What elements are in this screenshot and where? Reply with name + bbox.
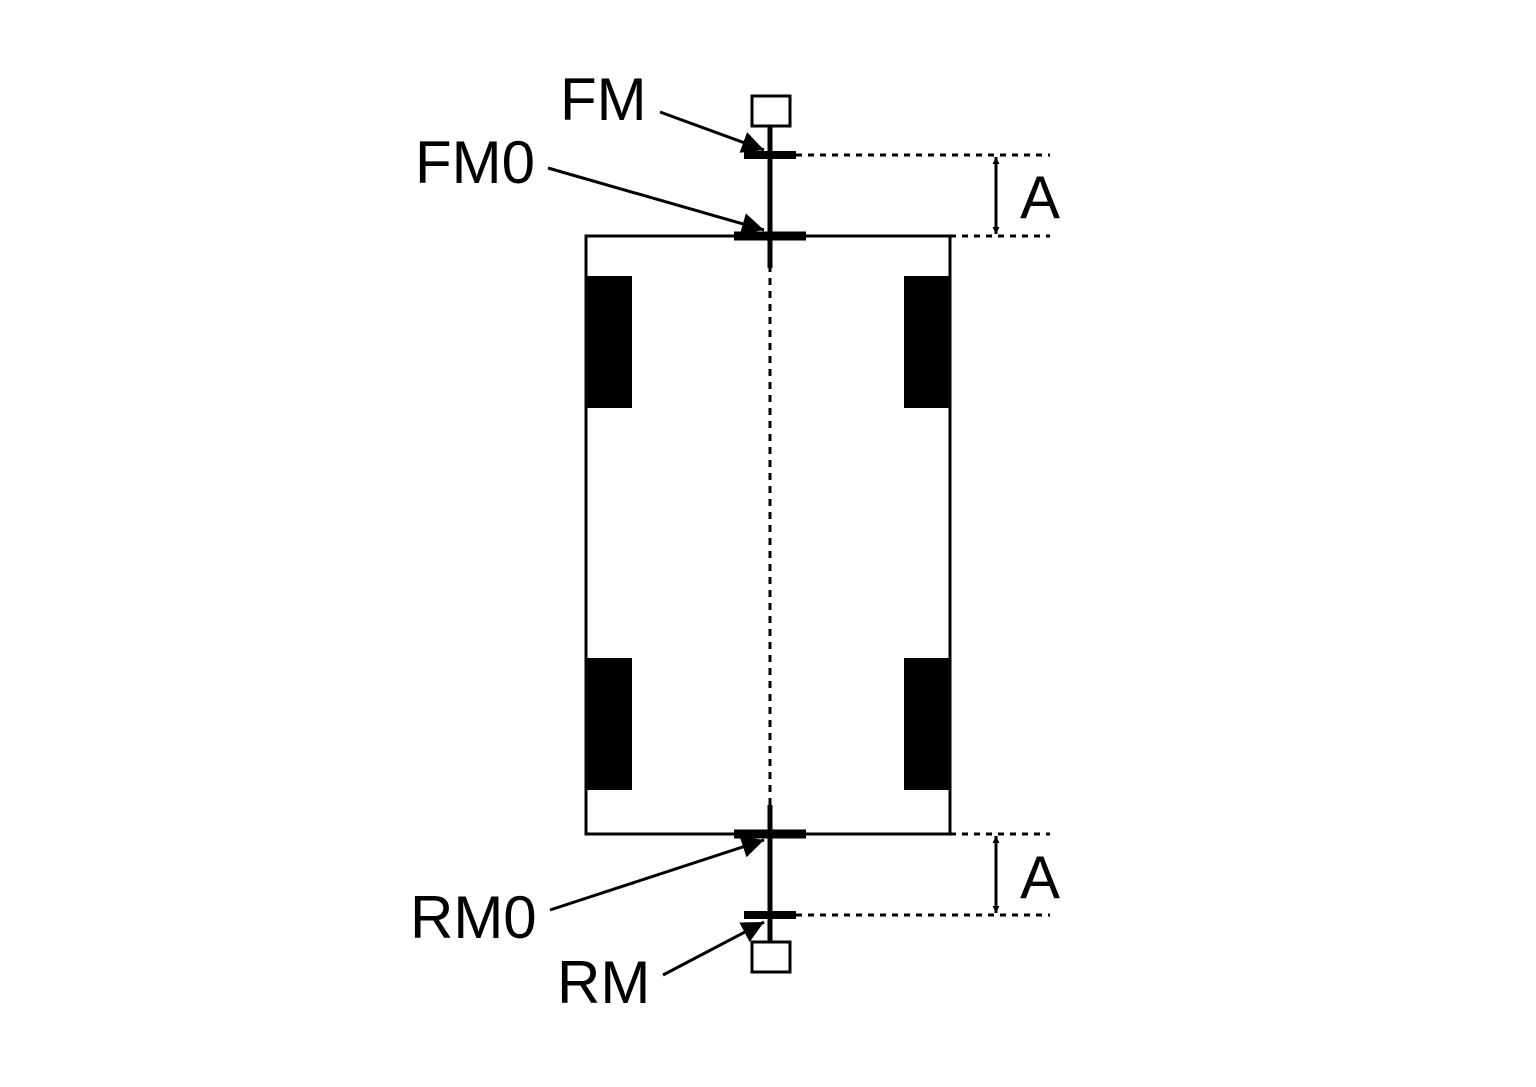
fm-leader xyxy=(659,110,765,153)
label-rm: RM xyxy=(557,949,650,1016)
wheel-rear-right xyxy=(904,658,950,790)
rm0-leader xyxy=(549,836,765,912)
vehicle-body-outline xyxy=(584,234,952,836)
label-dimension-top: A xyxy=(1020,164,1060,231)
wheel-front-left xyxy=(586,276,632,408)
rear-marker-square xyxy=(750,940,792,974)
label-fm: FM xyxy=(560,66,647,133)
front-marker-square xyxy=(750,94,792,128)
wheel-front-right xyxy=(904,276,950,408)
label-rm0: RM0 xyxy=(410,884,537,951)
label-fm0: FM0 xyxy=(415,129,535,196)
fm0-leader xyxy=(547,166,765,235)
wheel-rear-left xyxy=(586,658,632,790)
label-dimension-bottom: A xyxy=(1020,844,1060,911)
rm-leader xyxy=(662,920,765,977)
